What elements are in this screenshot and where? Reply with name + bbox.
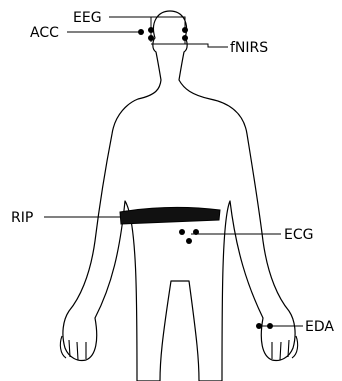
fnirs-sensor-right xyxy=(182,35,188,41)
rip-label: RIP xyxy=(11,210,33,226)
ecg-electrode-right xyxy=(193,229,199,235)
eeg-label: EEG xyxy=(73,10,102,26)
eda-electrode-left xyxy=(256,323,262,329)
right-hand-fingers xyxy=(272,336,298,360)
acc-sensor xyxy=(138,29,144,35)
ecg-label: ECG xyxy=(284,227,313,243)
ecg-electrode-bottom xyxy=(186,238,192,244)
eeg-sensor-right xyxy=(182,27,188,33)
eeg-sensor-left xyxy=(148,27,154,33)
ecg-electrode-left xyxy=(179,229,185,235)
left-hand-fingers xyxy=(60,336,86,360)
rip-belt xyxy=(120,207,220,224)
eda-electrode-right xyxy=(267,323,273,329)
fnirs-sensor-left xyxy=(148,35,154,41)
acc-label: ACC xyxy=(30,25,59,41)
fnirs-label: fNIRS xyxy=(230,40,268,56)
eda-label: EDA xyxy=(305,319,334,335)
